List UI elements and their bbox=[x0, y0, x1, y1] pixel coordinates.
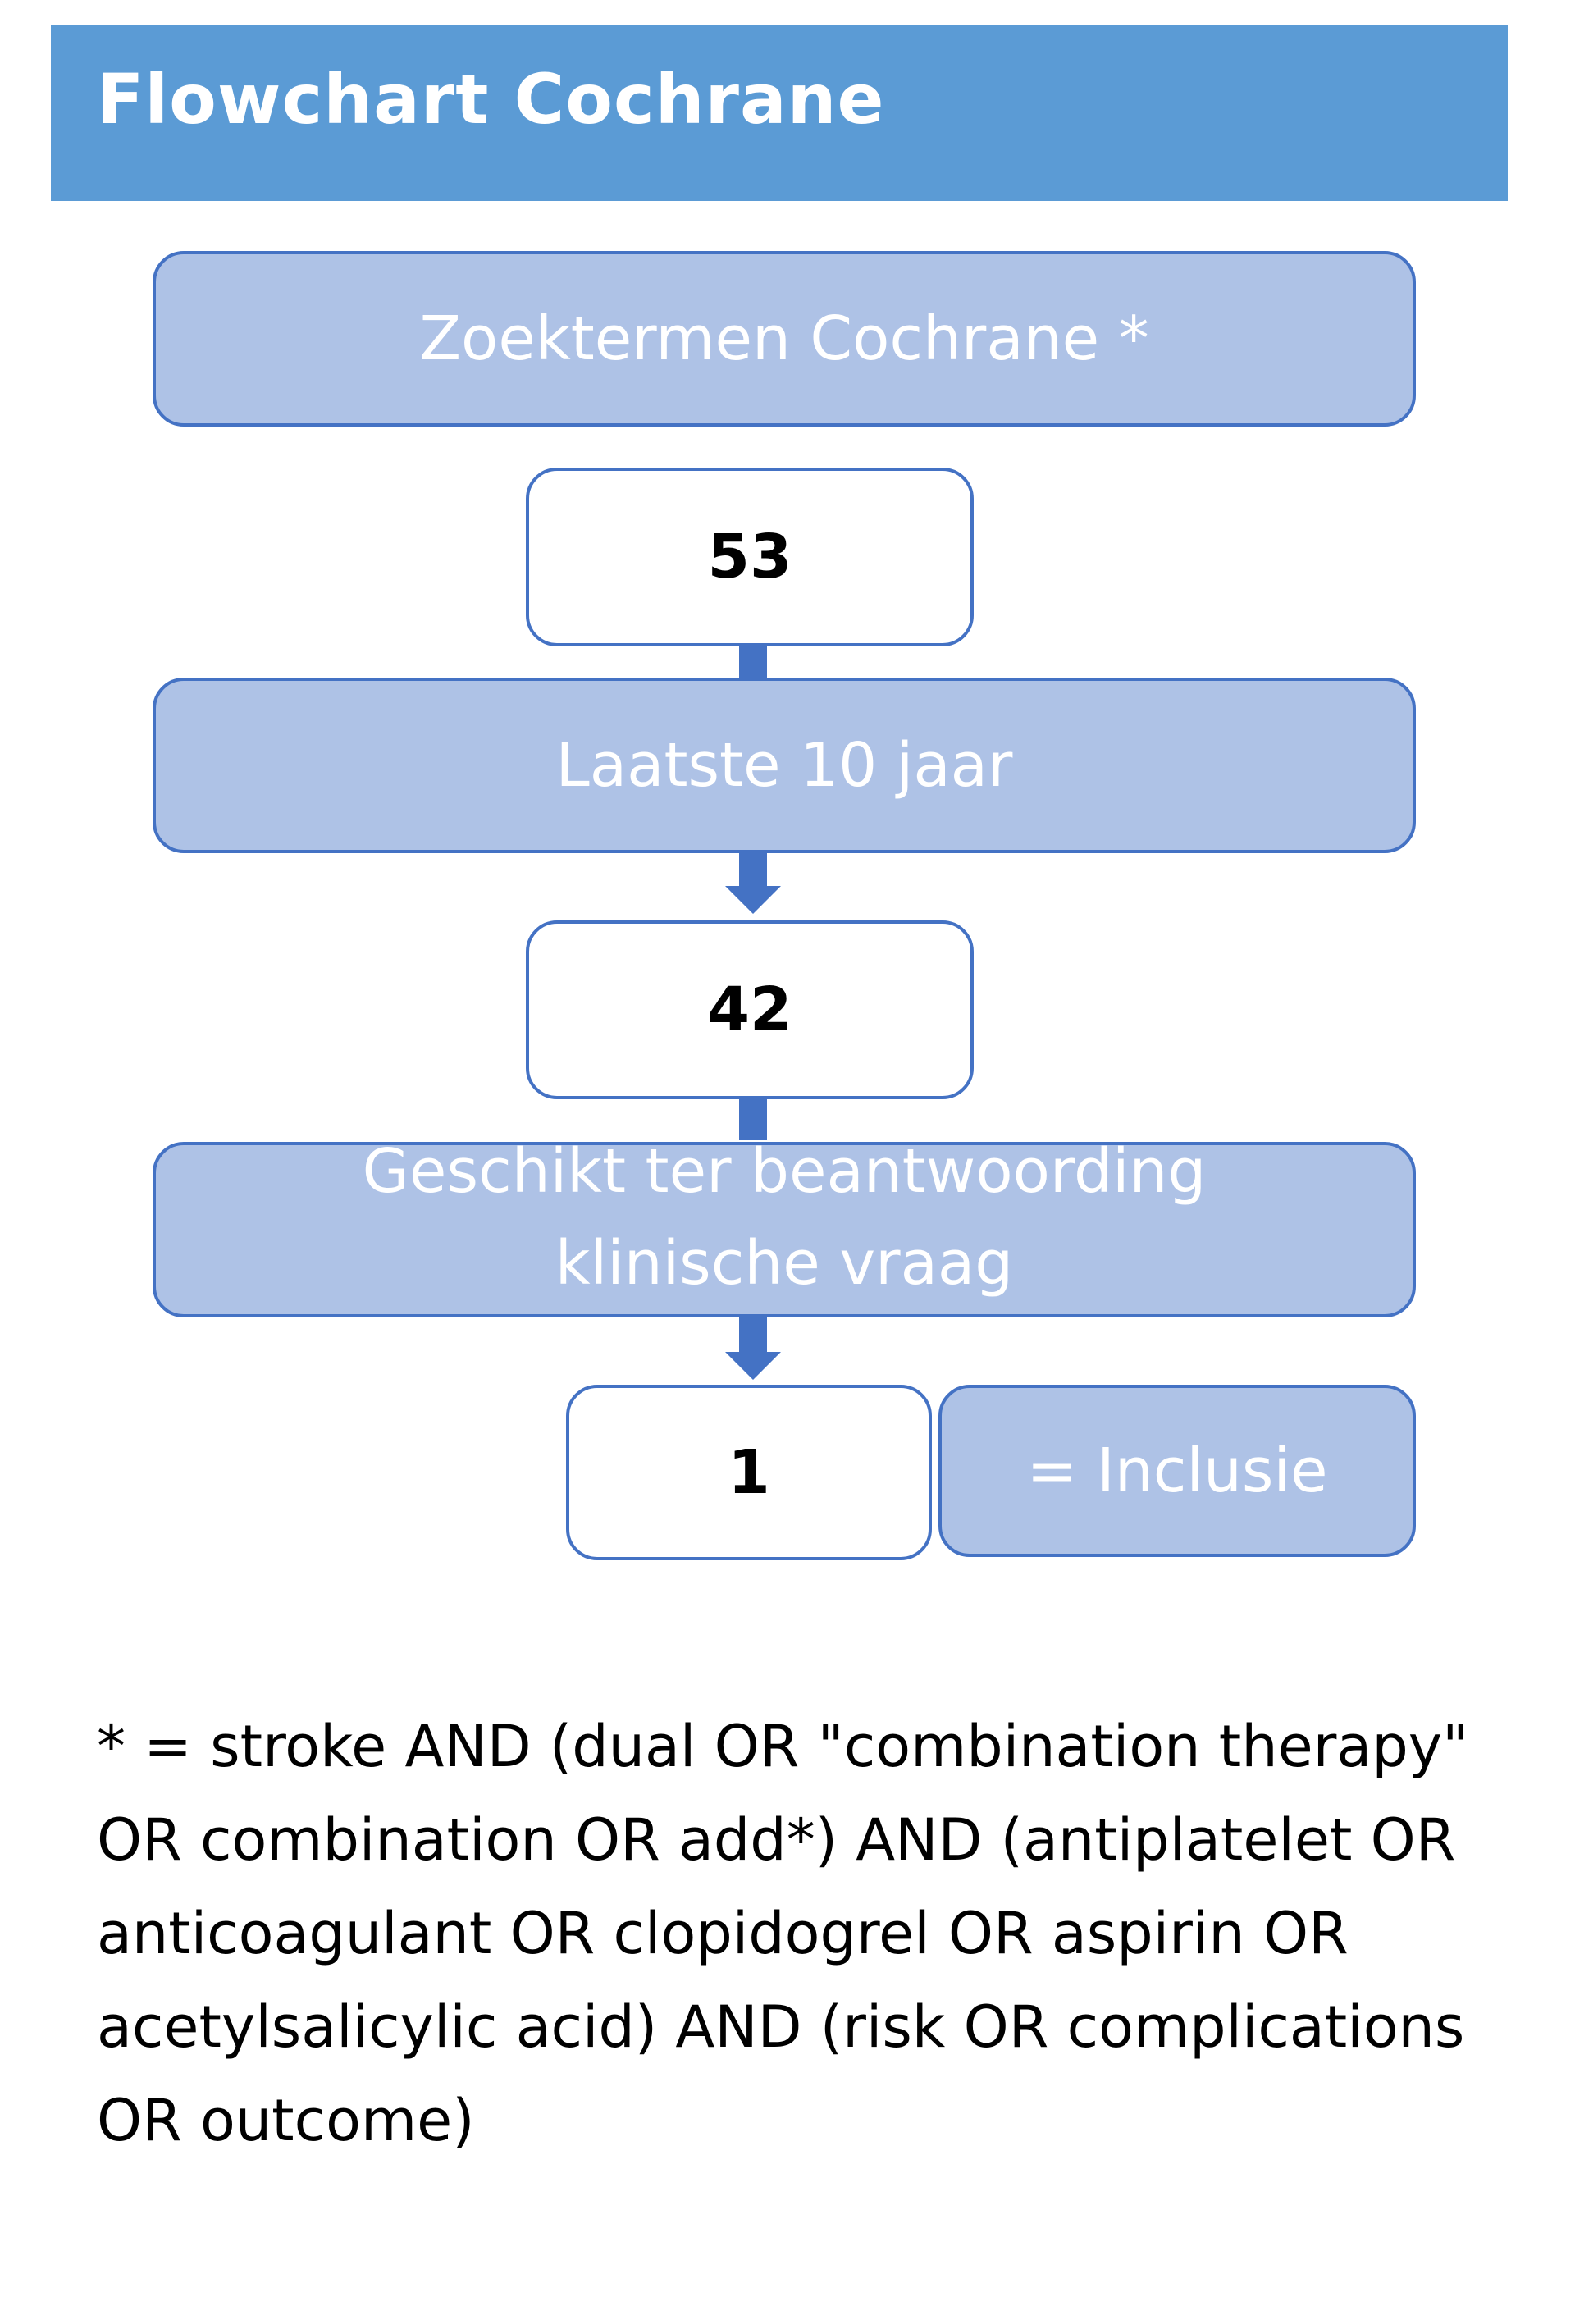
connector-suitability-to-1 bbox=[739, 1313, 767, 1354]
step-suitability-line-1: Geschikt ter beantwoording bbox=[362, 1136, 1207, 1207]
arrow-down-icon bbox=[725, 886, 781, 914]
step-suitability-line-2: klinische vraag bbox=[555, 1228, 1014, 1299]
step-last-10-years: Laatste 10 jaar bbox=[153, 678, 1416, 853]
count-after-filter: 42 bbox=[526, 920, 974, 1099]
arrow-down-icon bbox=[725, 1352, 781, 1380]
step-last-10-years-label: Laatste 10 jaar bbox=[555, 730, 1013, 801]
count-final: 1 bbox=[566, 1385, 932, 1560]
count-after-filter-value: 42 bbox=[707, 975, 792, 1045]
step-search-terms-label: Zoektermen Cochrane * bbox=[419, 304, 1149, 374]
count-initial: 53 bbox=[526, 468, 974, 646]
step-suitability: Geschikt ter beantwoording klinische vra… bbox=[153, 1136, 1416, 1317]
count-initial-value: 53 bbox=[707, 522, 792, 592]
search-query-footnote: * = stroke AND (dual OR "combination the… bbox=[97, 1713, 1469, 2154]
count-final-value: 1 bbox=[728, 1437, 770, 1508]
inclusion-label: = Inclusie bbox=[1026, 1436, 1328, 1506]
page-title: Flowchart Cochrane bbox=[97, 59, 885, 139]
connector-42-to-suitability bbox=[739, 1091, 767, 1140]
inclusion-label-box: = Inclusie bbox=[938, 1385, 1416, 1557]
step-search-terms: Zoektermen Cochrane * bbox=[153, 251, 1416, 427]
title-banner: Flowchart Cochrane bbox=[51, 25, 1508, 201]
